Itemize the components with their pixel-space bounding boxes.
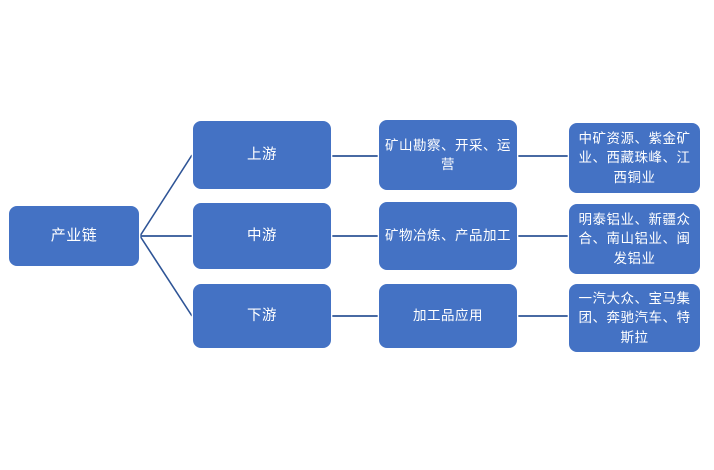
node-stage-upstream[interactable]: 上游 <box>192 120 332 190</box>
node-activity-midstream-label: 矿物冶炼、产品加工 <box>385 228 511 244</box>
node-root-label: 产业链 <box>50 227 98 245</box>
node-stage-downstream[interactable]: 下游 <box>192 283 332 349</box>
node-stage-midstream[interactable]: 中游 <box>192 202 332 270</box>
node-activity-downstream-label: 加工品应用 <box>413 308 483 324</box>
node-stage-midstream-label: 中游 <box>247 227 277 244</box>
node-stage-upstream-label: 上游 <box>247 146 277 163</box>
node-companies-midstream[interactable]: 明泰铝业、新疆众合、南山铝业、闽发铝业 <box>568 203 701 275</box>
connector-root-to-downstream <box>139 235 193 317</box>
node-companies-upstream[interactable]: 中矿资源、紫金矿业、西藏珠峰、江西铜业 <box>568 122 701 194</box>
node-root-industry-chain[interactable]: 产业链 <box>8 205 140 267</box>
node-stage-downstream-label: 下游 <box>247 307 277 324</box>
connector-root-to-upstream <box>139 154 193 237</box>
node-companies-downstream[interactable]: 一汽大众、宝马集团、奔驰汽车、特斯拉 <box>568 283 701 353</box>
node-activity-upstream-label: 矿山勘察、开采、运营 <box>385 137 511 172</box>
node-activity-midstream[interactable]: 矿物冶炼、产品加工 <box>378 201 518 271</box>
node-activity-downstream[interactable]: 加工品应用 <box>378 283 518 349</box>
node-companies-upstream-label: 中矿资源、紫金矿业、西藏珠峰、江西铜业 <box>578 131 691 185</box>
node-companies-downstream-label: 一汽大众、宝马集团、奔驰汽车、特斯拉 <box>578 291 691 345</box>
node-activity-upstream[interactable]: 矿山勘察、开采、运营 <box>378 119 518 191</box>
node-companies-midstream-label: 明泰铝业、新疆众合、南山铝业、闽发铝业 <box>578 212 691 266</box>
